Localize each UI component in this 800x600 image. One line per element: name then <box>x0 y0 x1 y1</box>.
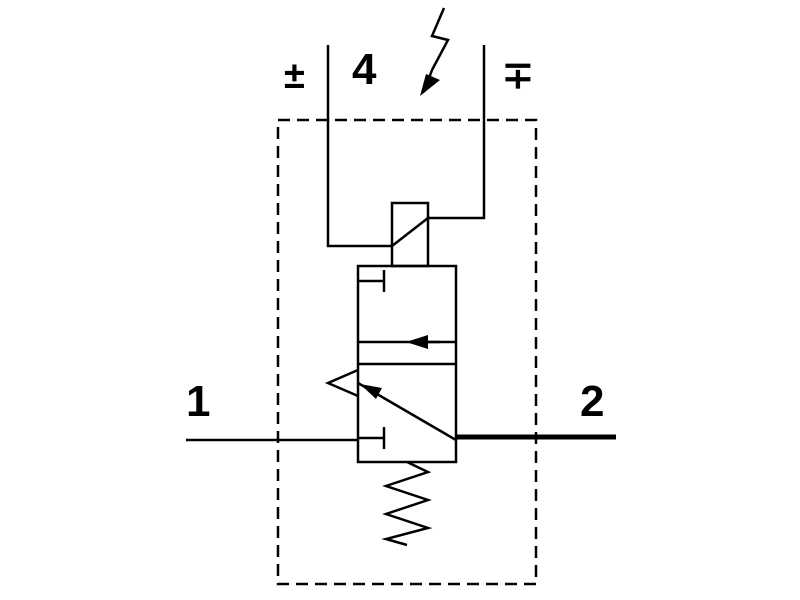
blocked-port-symbol <box>358 270 386 292</box>
exhaust-triangle-icon <box>324 368 359 398</box>
flow-arrow-icon <box>406 335 440 349</box>
port-label-2: 2 <box>580 377 604 426</box>
valve-housing-boundary <box>276 118 538 586</box>
electrical-wiring <box>326 45 486 248</box>
lightning-icon <box>420 7 450 96</box>
port-label-1: 1 <box>186 377 210 426</box>
spring-icon <box>381 460 433 547</box>
diagonal-flow-arrowhead <box>360 384 382 399</box>
lower-position <box>324 368 457 449</box>
port-label-4: 4 <box>352 45 377 94</box>
solenoid-coil <box>390 201 430 268</box>
polarity-right-label: ∓ <box>502 55 534 97</box>
upper-position <box>358 270 456 349</box>
polarity-left-label: ± <box>284 55 305 97</box>
blocked-port-symbol <box>358 427 386 449</box>
